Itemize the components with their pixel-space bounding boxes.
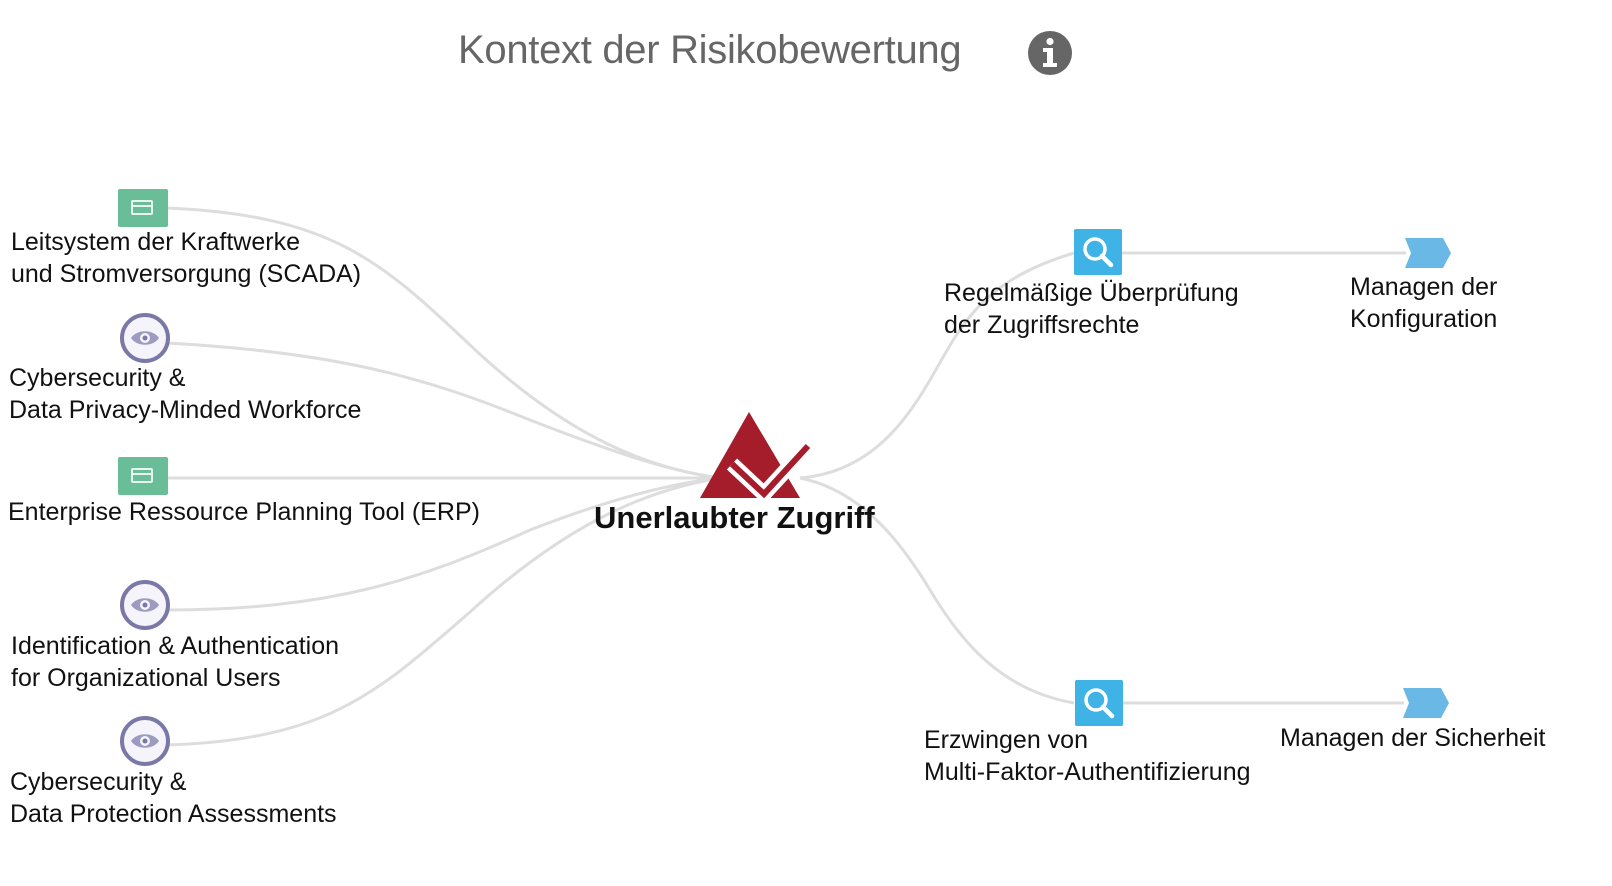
- tag-arrow-icon[interactable]: [1403, 236, 1453, 270]
- node-label-workforce[interactable]: Cybersecurity & Data Privacy-Minded Work…: [9, 362, 361, 426]
- node-label-line: Erzwingen von: [924, 726, 1088, 754]
- link-erzwingen: [799, 476, 1075, 705]
- eye-icon[interactable]: [119, 312, 171, 364]
- node-label-line: Leitsystem der Kraftwerke: [11, 228, 300, 256]
- node-label-scada[interactable]: Leitsystem der Kraftwerke und Stromverso…: [11, 226, 361, 290]
- tag-arrow-icon[interactable]: [1401, 686, 1451, 720]
- node-label-line: Cybersecurity &: [9, 364, 186, 392]
- risk-triangle-check-icon[interactable]: [698, 410, 814, 502]
- node-label-line: Regelmäßige Überprüfung: [944, 279, 1239, 307]
- node-label-line: Identification & Authentication: [11, 632, 340, 660]
- link-assessments: [166, 476, 723, 747]
- search-icon[interactable]: [1075, 680, 1123, 726]
- link-regelmaessig: [799, 251, 1075, 480]
- node-label-line: Multi-Faktor-Authentifizierung: [924, 758, 1251, 786]
- eye-icon[interactable]: [119, 715, 171, 767]
- asset-window-icon[interactable]: [118, 189, 168, 227]
- eye-icon[interactable]: [119, 579, 171, 631]
- node-label-konfiguration[interactable]: Managen der Konfiguration: [1350, 271, 1497, 335]
- node-label-regelmaessig[interactable]: Regelmäßige Überprüfung der Zugriffsrech…: [944, 277, 1239, 341]
- link-workforce: [166, 341, 723, 480]
- node-label-erzwingen[interactable]: Erzwingen von Multi-Faktor-Authentifizie…: [924, 724, 1251, 788]
- search-icon[interactable]: [1074, 229, 1122, 275]
- node-label-line: Data Privacy-Minded Workforce: [9, 396, 362, 424]
- info-circle-icon[interactable]: [1027, 30, 1073, 76]
- node-label-identification[interactable]: Identification & Authentication for Orga…: [11, 630, 339, 694]
- node-label-line: Cybersecurity &: [10, 768, 187, 796]
- node-label-line: Konfiguration: [1350, 305, 1498, 333]
- node-label-line: der Zugriffsrechte: [944, 311, 1140, 339]
- node-label-line: for Organizational Users: [11, 664, 281, 692]
- page-title: Kontext der Risikobewertung: [458, 28, 962, 72]
- node-label-sicherheit[interactable]: Managen der Sicherheit: [1280, 722, 1545, 754]
- node-label-line: Data Protection Assessments: [10, 800, 337, 828]
- node-label-line: Managen der: [1350, 273, 1498, 301]
- node-label-erp[interactable]: Enterprise Ressource Planning Tool (ERP): [8, 496, 480, 528]
- center-node-label[interactable]: Unerlaubter Zugriff: [594, 500, 875, 535]
- node-label-line: und Stromversorgung (SCADA): [11, 260, 362, 288]
- node-label-line: Managen der Sicherheit: [1280, 724, 1546, 752]
- node-label-line: Enterprise Ressource Planning Tool (ERP): [8, 498, 480, 526]
- node-label-assessments[interactable]: Cybersecurity & Data Protection Assessme…: [10, 766, 337, 830]
- asset-window-icon[interactable]: [118, 457, 168, 495]
- link-identification: [166, 476, 723, 612]
